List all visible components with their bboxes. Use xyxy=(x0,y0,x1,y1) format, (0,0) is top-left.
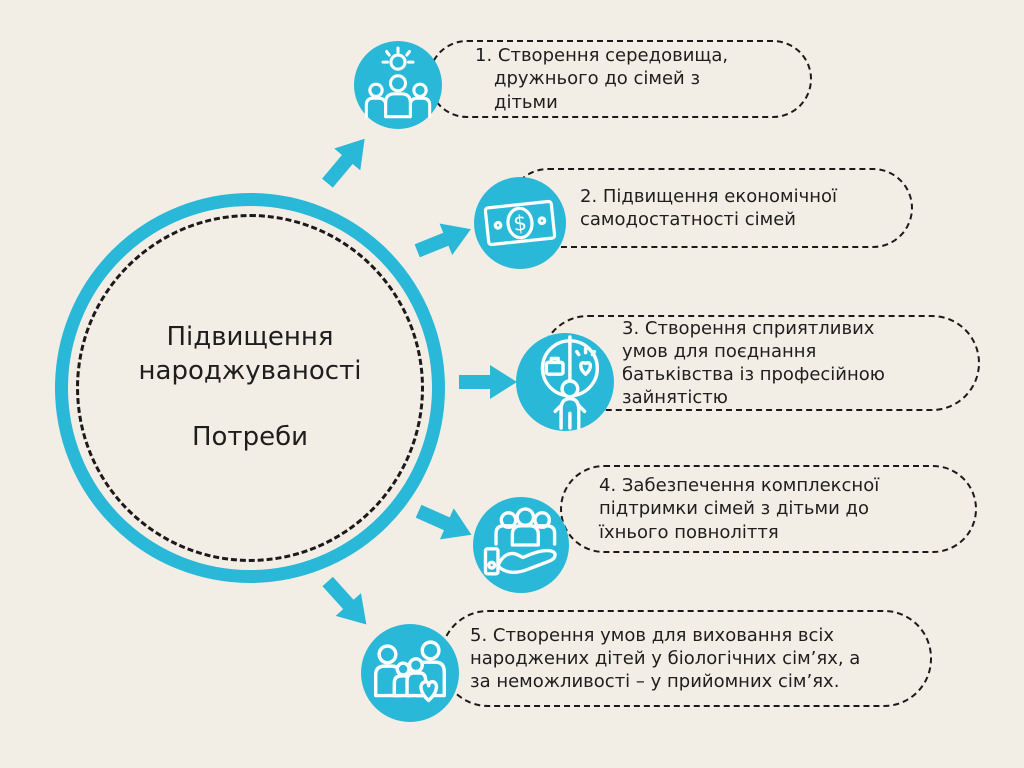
center-title: Підвищення народжуваності xyxy=(138,322,362,387)
family-heart-icon xyxy=(373,640,447,703)
item-text-2: 2. Підвищення економічної самодостатност… xyxy=(580,185,838,230)
item-bubble-2: 2. Підвищення економічної самодостатност… xyxy=(508,168,913,248)
center-subtitle: Потреби xyxy=(191,421,309,452)
arrow-to-item-3 xyxy=(459,363,517,401)
family-support-icon xyxy=(483,507,557,576)
work-life-balance-icon xyxy=(540,335,600,430)
item-text-5: 5. Створення умов для виховання всіх нар… xyxy=(470,624,861,693)
arrow-to-item-5 xyxy=(313,569,380,638)
svg-text:$: $ xyxy=(512,210,528,236)
item-icon-circle-4 xyxy=(473,497,569,593)
item-bubble-5: 5. Створення умов для виховання всіх нар… xyxy=(440,610,932,707)
item-text-4: 4. Забезпечення комплексної підтримки сі… xyxy=(599,475,880,543)
banknote-icon: $ xyxy=(483,199,557,247)
item-text-1: 1. Створення середовища, дружнього до сі… xyxy=(475,45,729,113)
item-bubble-4: 4. Забезпечення комплексної підтримки сі… xyxy=(560,465,977,553)
item-icon-circle-2: $ xyxy=(474,177,566,269)
center-circle: Підвищення народжуваності Потреби xyxy=(55,193,445,583)
item-bubble-3: 3. Створення сприятливих умов для поєдна… xyxy=(540,315,980,411)
arrow-to-item-1 xyxy=(313,127,379,196)
center-circle-dashed-border: Підвищення народжуваності Потреби xyxy=(76,214,424,562)
people-sun-icon xyxy=(364,46,432,119)
item-text-3: 3. Створення сприятливих умов для поєдна… xyxy=(622,317,885,409)
item-icon-circle-1 xyxy=(354,41,442,129)
item-icon-circle-5 xyxy=(361,624,459,722)
arrow-to-item-4 xyxy=(411,494,479,552)
item-bubble-1: 1. Створення середовища, дружнього до сі… xyxy=(428,40,812,118)
arrow-to-item-2 xyxy=(410,212,478,269)
item-icon-circle-3 xyxy=(516,333,614,431)
